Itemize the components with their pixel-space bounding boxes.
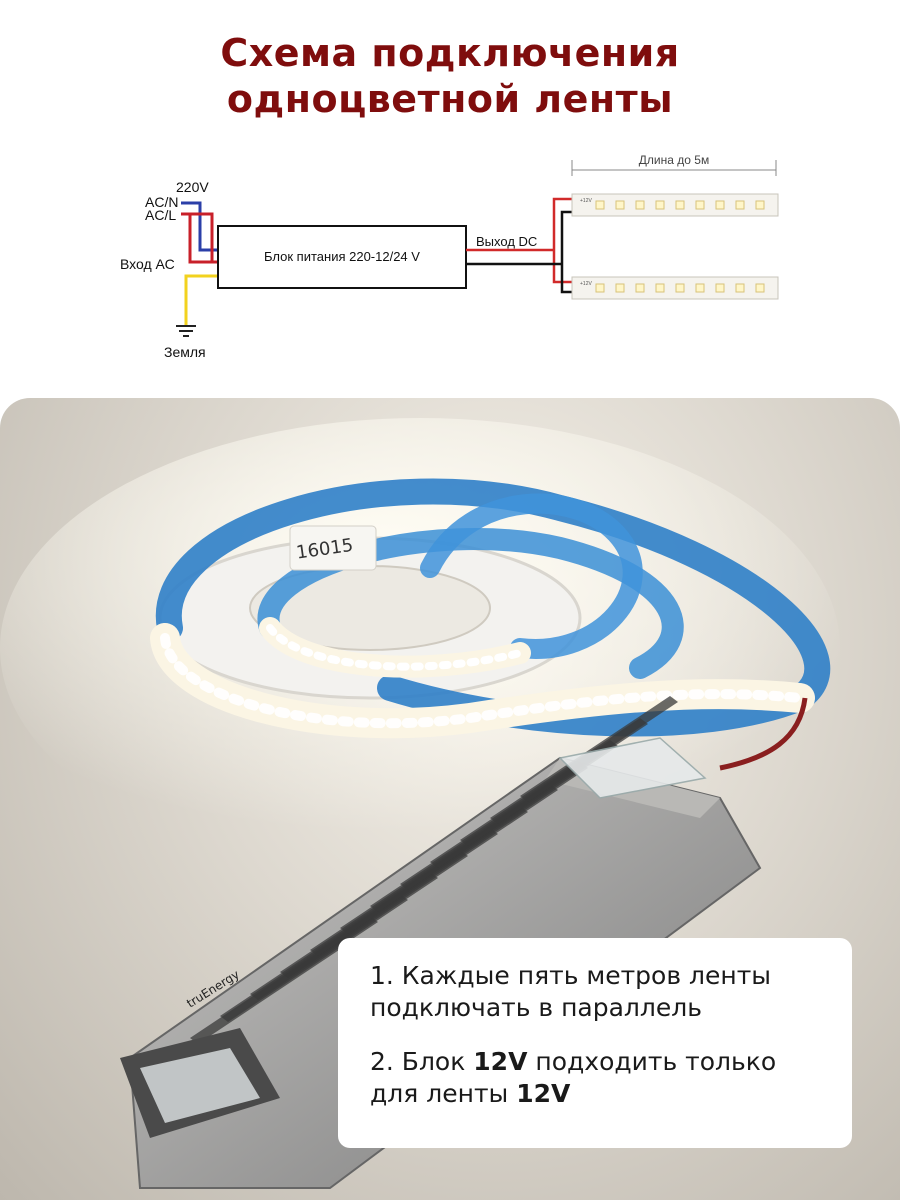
output-label: Выход DC (476, 234, 537, 249)
strip-wires (719, 697, 808, 771)
strip-mark: +12V (580, 281, 592, 287)
led-reel-and-psu-image: 16015 truEnergy (0, 418, 840, 1189)
voltage-label: 220V (176, 179, 209, 195)
led-chip (595, 200, 605, 210)
page-title: Схема подключения одноцветной ленты (0, 30, 900, 122)
led-chip (595, 283, 605, 293)
led-chip (655, 200, 665, 210)
led-chip (735, 200, 745, 210)
led-chip (755, 200, 765, 210)
psu-terminal-block (558, 737, 707, 799)
ground-wire (184, 274, 218, 326)
ground-symbol (176, 325, 196, 337)
led-chip (675, 200, 685, 210)
ac-n-label: AC/N (145, 194, 178, 210)
live-wire (181, 212, 218, 264)
note-2: 2. Блок 12V подходить только для ленты 1… (370, 1046, 824, 1110)
led-chip (655, 283, 665, 293)
note-2-prefix: 2. Блок (370, 1047, 474, 1076)
ground-label: Земля (164, 344, 206, 360)
reel-label: 16015 (289, 525, 377, 571)
led-chip (635, 200, 645, 210)
led-chip (695, 200, 705, 210)
psu-label: Блок питания 220-12/24 V (264, 249, 420, 264)
led-chip (635, 283, 645, 293)
ac-l-label: AC/L (145, 207, 176, 223)
dc-plus-wire (466, 197, 572, 284)
title-line-2: одноцветной ленты (226, 77, 674, 121)
led-chip (615, 283, 625, 293)
led-strip-2: +12V (571, 276, 779, 300)
neutral-wire (181, 201, 218, 252)
note-2-voltage-a: 12V (473, 1047, 528, 1076)
strip-mark: +12V (580, 198, 592, 204)
length-label: Длина до 5м (639, 153, 709, 167)
psu-vent (520, 696, 678, 802)
led-chip (675, 283, 685, 293)
title-line-1: Схема подключения (220, 31, 680, 75)
dc-minus-wire (466, 210, 572, 294)
strip-loop-outer (155, 478, 831, 737)
note-2-voltage-b: 12V (516, 1079, 571, 1108)
note-2-middle: подходить только для ленты (370, 1047, 777, 1108)
led-chip (695, 283, 705, 293)
led-chip (615, 200, 625, 210)
led-chip (735, 283, 745, 293)
note-1: 1. Каждые пять метров ленты подключать в… (370, 961, 772, 1022)
notes-card: 1. Каждые пять метров ленты подключать в… (338, 938, 852, 1148)
led-chip (715, 283, 725, 293)
led-strip-1: +12V (571, 193, 779, 217)
psu-box (217, 225, 467, 289)
wiring-diagram: 220V AC/N AC/L Вход АС Земля Блок питани… (120, 153, 779, 360)
led-chip (715, 200, 725, 210)
input-label: Вход АС (120, 256, 175, 272)
led-chip (755, 283, 765, 293)
